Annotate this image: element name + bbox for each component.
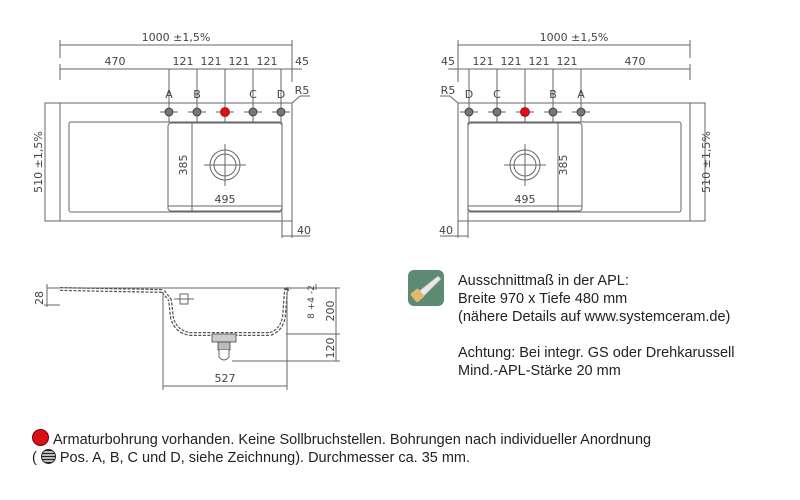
dim-spacing: 121 [173,55,194,68]
top-view-left [44,39,311,239]
side-view [44,284,340,390]
info-line: Achtung: Bei integr. GS oder Drehkarusse… [458,345,735,361]
dim-spacing: 121 [257,55,278,68]
info-line: Mind.-APL-Stärke 20 mm [458,363,621,379]
dim-edge-offset: 45 [441,55,455,68]
info-line: Ausschnittmaß in der APL: [458,273,629,289]
label-pos-d: D [277,88,285,101]
red-hole-icon [32,429,49,446]
legend-paren: ( [32,450,37,466]
dim-spacing: 121 [229,55,250,68]
saw-icon [408,270,444,306]
dim-rim-offset: 40 [439,224,453,237]
top-view-right [439,39,706,239]
dim-edge-offset: 45 [295,55,309,68]
dim-bowl-height: 200 [324,301,337,322]
dim-radius: R5 [441,84,456,97]
label-pos-a: A [165,88,173,101]
label-pos-c: C [493,88,501,101]
dim-spacing: 121 [473,55,494,68]
dim-overall-width: 1000 ±1,5% [142,31,211,44]
dim-bowl-width: 495 [215,193,236,206]
dim-spacing: 121 [501,55,522,68]
grid-hole-icon [40,449,56,464]
legend-line: Armaturbohrung vorhanden. Keine Sollbruc… [53,432,652,448]
info-line: Breite 970 x Tiefe 480 mm [458,291,628,307]
dim-spacing: 121 [201,55,222,68]
dim-bowl-width: 495 [515,193,536,206]
legend: Armaturbohrung vorhanden. Keine Sollbruc… [32,429,651,467]
label-pos-a: A [577,88,585,101]
dim-bowl-depth: 385 [557,155,570,176]
info-line: (nähere Details auf www.systemceram.de) [458,309,731,325]
label-pos-b: B [549,88,557,101]
dim-drain-height: 120 [324,338,337,359]
dim-drainer: 470 [625,55,646,68]
dim-depth: 510 ±1,5% [700,131,713,193]
dim-thickness: 8 +4 -2 [307,285,317,319]
dim-height-left: 28 [33,291,46,305]
dim-depth: 510 ±1,5% [32,131,45,193]
dim-spacing: 121 [557,55,578,68]
dim-spacing: 121 [529,55,550,68]
dim-bowl-length: 527 [215,372,236,385]
dim-radius: R5 [295,84,310,97]
dim-bowl-depth: 385 [177,155,190,176]
label-pos-b: B [193,88,201,101]
label-pos-d: D [465,88,473,101]
dim-rim-offset: 40 [297,224,311,237]
dim-drainer: 470 [105,55,126,68]
cutout-info: Ausschnittmaß in der APL: Breite 970 x T… [458,272,734,380]
dim-overall-width: 1000 ±1,5% [540,31,609,44]
label-pos-c: C [249,88,257,101]
legend-line: Pos. A, B, C und D, siehe Zeichnung). Du… [59,450,471,466]
